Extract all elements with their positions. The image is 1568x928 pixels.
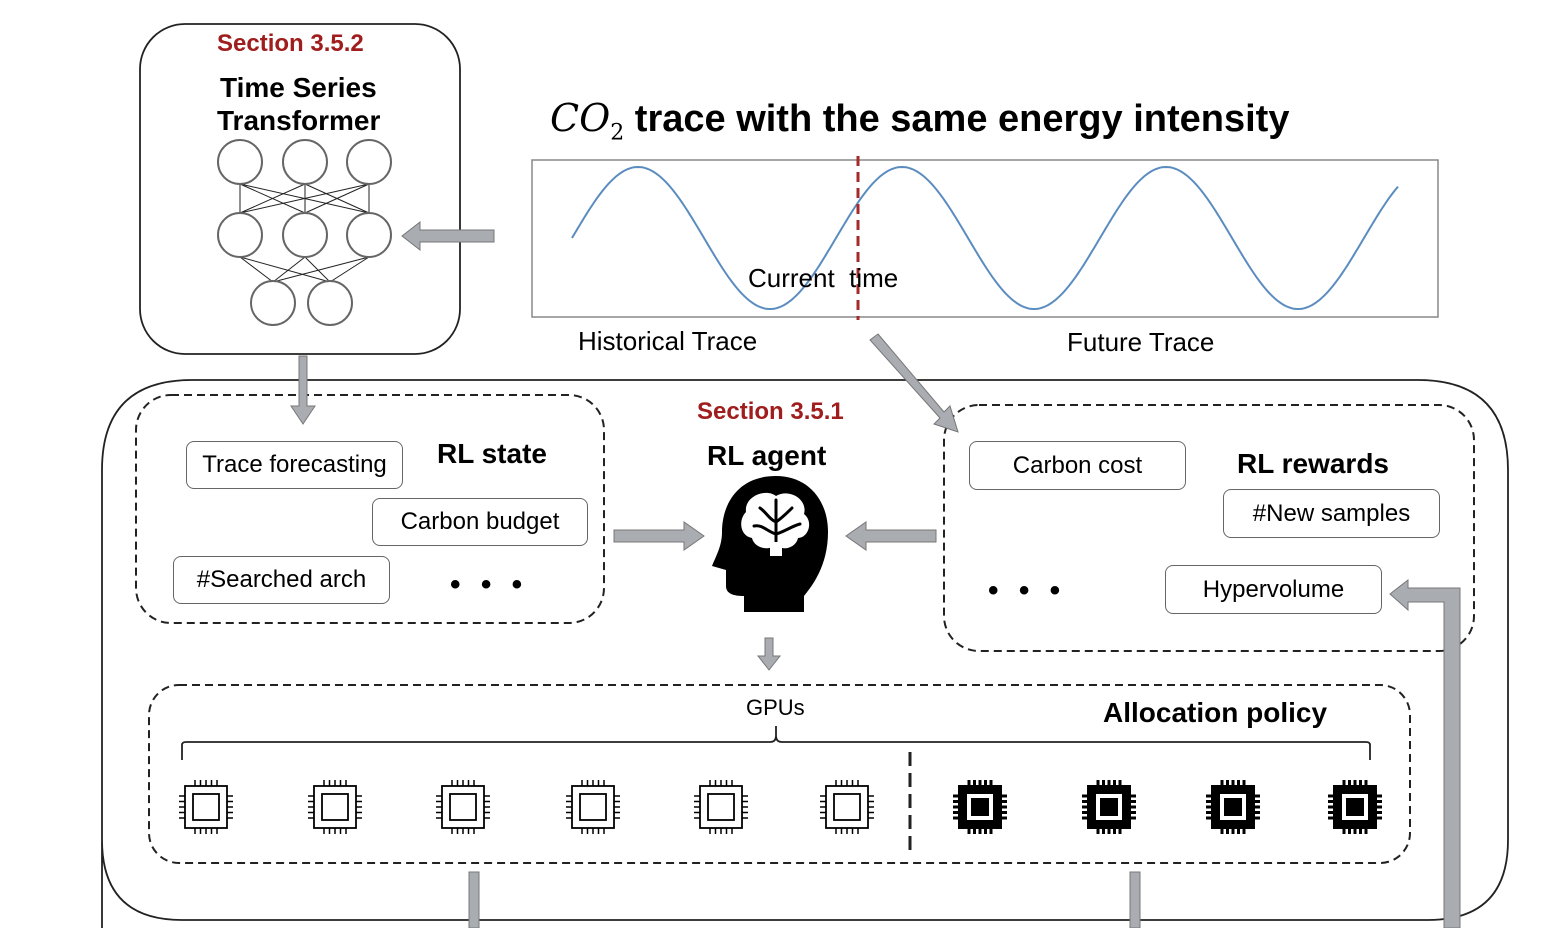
state-item-carbon-budget: Carbon budget — [372, 498, 588, 546]
bar-out-right — [1129, 871, 1141, 928]
gpu-chip-active-icon — [1206, 780, 1260, 834]
rl-state-box — [135, 394, 605, 624]
rl-agent-title: RL agent — [707, 440, 827, 471]
trace-title-sub: 2 — [610, 120, 625, 146]
rl-state-title: RL state — [437, 438, 547, 469]
bar-out-left — [468, 871, 480, 928]
trace-frame — [531, 159, 1439, 318]
gpu-chip-icon — [566, 780, 620, 834]
gpu-chip-icon — [436, 780, 490, 834]
arrow-trace-to-tsf — [401, 220, 495, 252]
trace-title-rest: trace with the same energy intensity — [624, 98, 1290, 140]
rl-rewards-title: RL rewards — [1237, 448, 1389, 479]
gpu-chip-icon — [179, 780, 233, 834]
nn-edges — [239, 183, 370, 283]
state-more-dots: • • • — [450, 568, 529, 601]
gpu-chip-icon — [308, 780, 362, 834]
co2-wave — [571, 165, 1399, 311]
state-item-trace-forecasting: Trace forecasting — [186, 441, 403, 489]
gpu-chip-active-icon — [953, 780, 1007, 834]
current-time-label: Current time — [748, 263, 899, 293]
arrow-tsf-to-state — [290, 355, 316, 425]
gpu-row — [179, 780, 1382, 834]
reward-item-new-samples: #New samples — [1223, 489, 1440, 538]
state-item-searched-arch: #Searched arch — [173, 556, 390, 604]
nn-nodes — [217, 139, 392, 326]
brain-head-icon — [712, 476, 828, 612]
future-trace-label: Future Trace — [1067, 327, 1215, 357]
tsf-title-line1: Time Series — [220, 72, 377, 103]
trace-title: CO2 trace with the same energy intensity — [550, 96, 1289, 146]
trace-title-co: CO — [550, 96, 611, 140]
gpus-label: GPUs — [746, 695, 805, 720]
arrow-agent-to-allocation — [756, 637, 782, 671]
allocation-policy-title: Allocation policy — [1103, 697, 1328, 728]
rl-rewards-box — [943, 404, 1475, 652]
allocation-box — [148, 684, 1411, 864]
arrow-feedback-hypervolume — [1389, 578, 1461, 928]
gpu-chip-icon — [694, 780, 748, 834]
gpu-chip-icon — [820, 780, 874, 834]
gpus-brace — [181, 726, 1371, 760]
gpu-chip-active-icon — [1082, 780, 1136, 834]
arrow-rewards-to-agent — [845, 521, 937, 551]
arrow-trace-to-rewards — [869, 333, 959, 433]
gpu-chip-active-icon — [1328, 780, 1382, 834]
tsf-title-line2: Transformer — [217, 105, 381, 136]
arrow-state-to-agent — [613, 521, 705, 551]
tsf-box — [139, 23, 461, 355]
historical-trace-label: Historical Trace — [578, 326, 758, 356]
reward-item-hypervolume: Hypervolume — [1165, 565, 1382, 614]
reward-item-carbon-cost: Carbon cost — [969, 441, 1186, 490]
main-box — [101, 379, 1509, 928]
agent-section-label: Section 3.5.1 — [697, 398, 844, 425]
tsf-section-label: Section 3.5.2 — [217, 30, 364, 57]
rewards-more-dots: • • • — [988, 574, 1067, 607]
